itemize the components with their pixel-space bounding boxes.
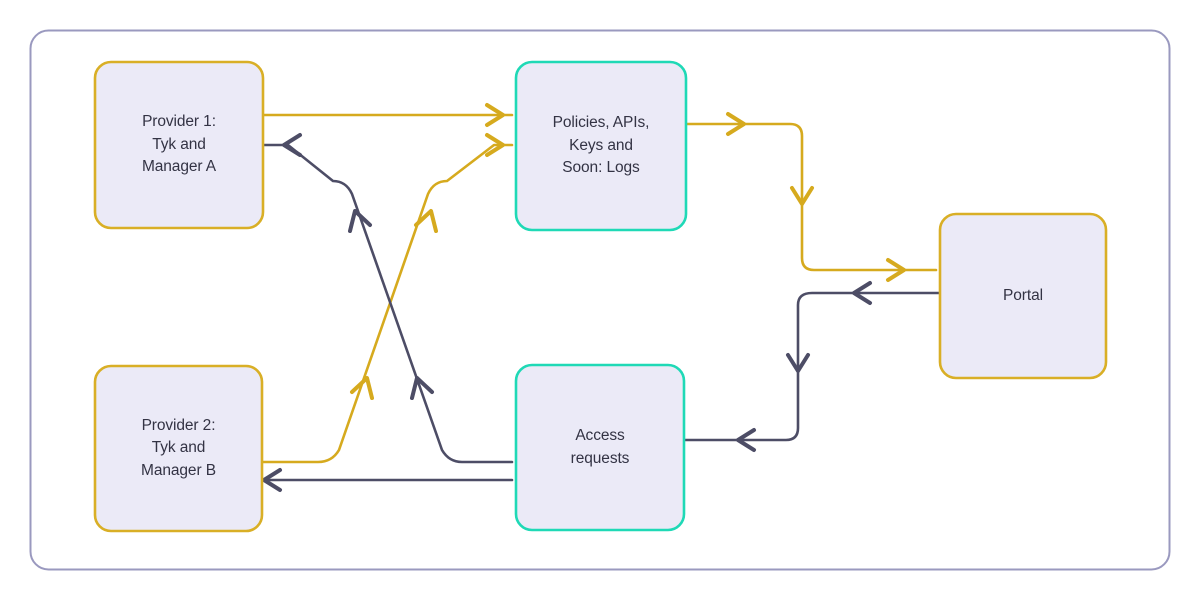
node-access-requests[interactable] [514,363,686,532]
arrow-head [852,281,872,305]
edge-provider1-to-policies [261,103,514,127]
arrow-head [786,353,810,373]
edge-to-provider1 [261,133,514,464]
outer-container [29,29,1171,571]
arrow-head [350,376,374,400]
arrow-head [414,209,438,233]
edge-layer [261,103,942,492]
node-layer [93,60,1108,533]
node-policies[interactable] [514,60,688,232]
arrow-head [262,468,282,492]
arrow-head [348,209,372,233]
node-provider1[interactable] [93,60,265,230]
arrow-head [790,186,814,206]
arrow-head [410,376,434,400]
node-portal[interactable] [938,212,1108,380]
edge-policies-to-portal [684,112,938,282]
arrow-head [282,133,302,157]
arrow-head [485,133,505,157]
edge-provider2-to-policies [261,133,514,464]
arrow-head [736,428,756,452]
edge-portal-to-accessrequests [682,281,942,452]
arrow-head [886,258,906,282]
arrow-head [485,103,505,127]
node-provider2[interactable] [93,364,264,533]
arrow-head [726,112,746,136]
edge-accessrequests-to-provider2 [261,468,514,492]
